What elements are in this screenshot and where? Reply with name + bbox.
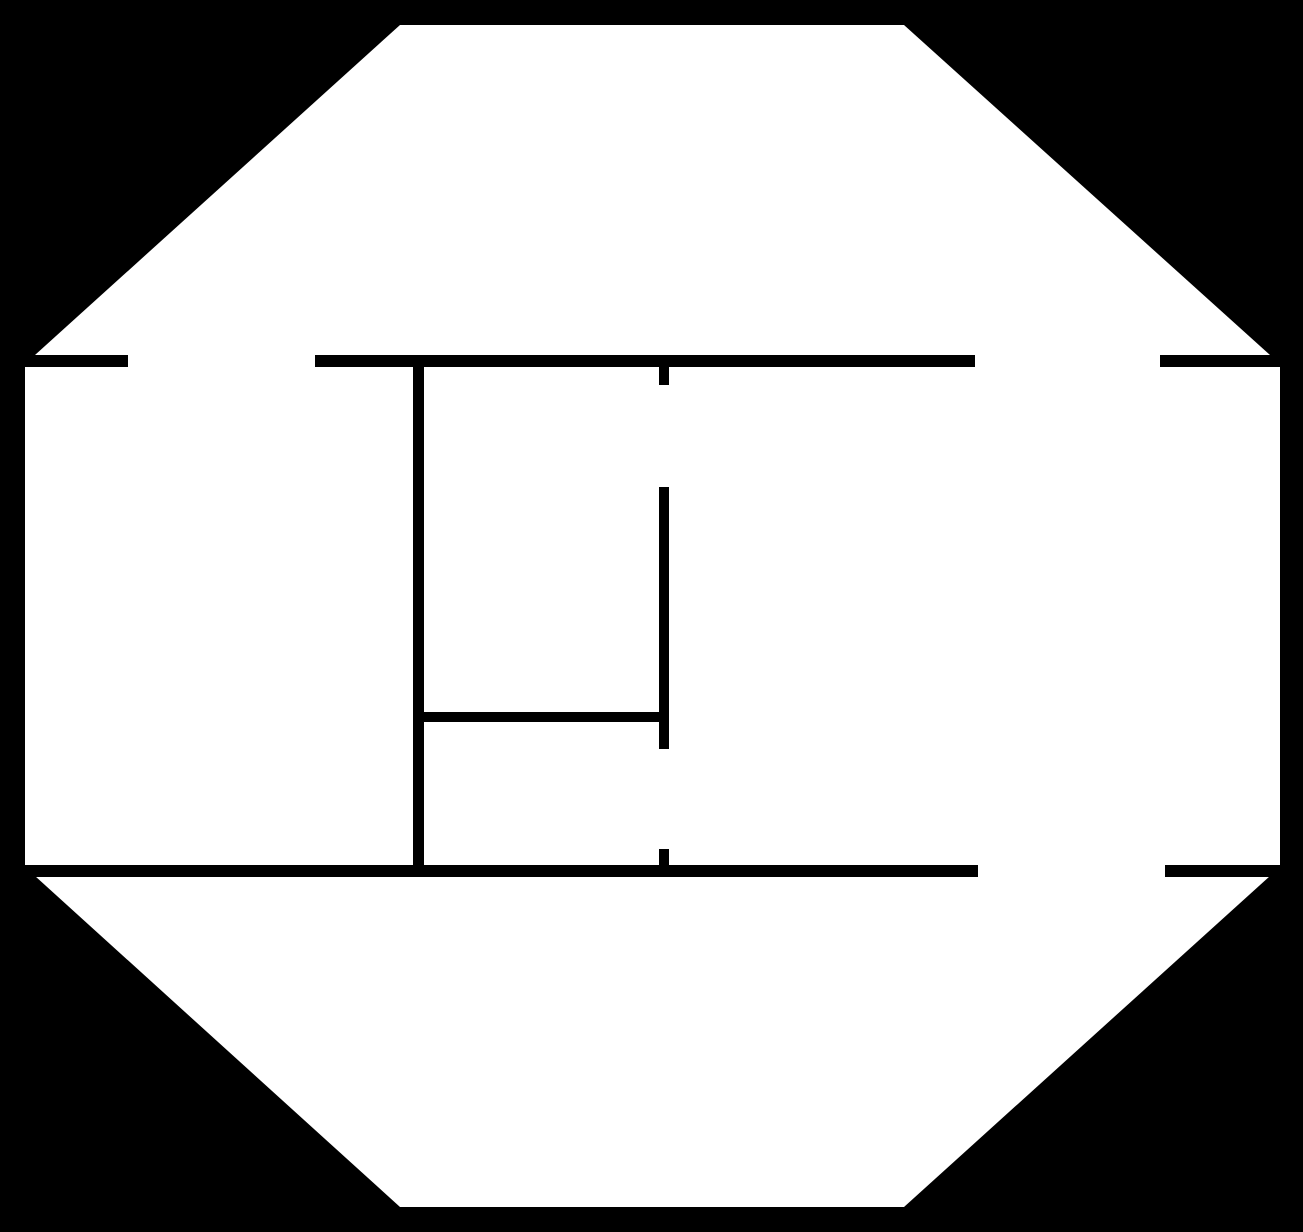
- top-wall-middle-segment: [315, 355, 975, 367]
- bottom-wall-right-segment: [1165, 865, 1280, 877]
- bottom-wall-left-segment: [25, 865, 978, 877]
- central-right-wall-bottom-stub: [659, 849, 669, 871]
- octagon-floor: [25, 25, 1280, 1207]
- central-left-wall: [413, 360, 424, 872]
- bottom-wall: [25, 865, 1280, 877]
- top-wall-right-segment: [1160, 355, 1280, 367]
- top-wall: [25, 355, 1280, 367]
- central-right-wall-top-stub: [659, 360, 669, 385]
- top-wall-left-segment: [25, 355, 128, 367]
- central-right-wall: [659, 360, 669, 871]
- central-right-wall-main: [659, 487, 669, 749]
- central-divider-wall: [418, 712, 664, 722]
